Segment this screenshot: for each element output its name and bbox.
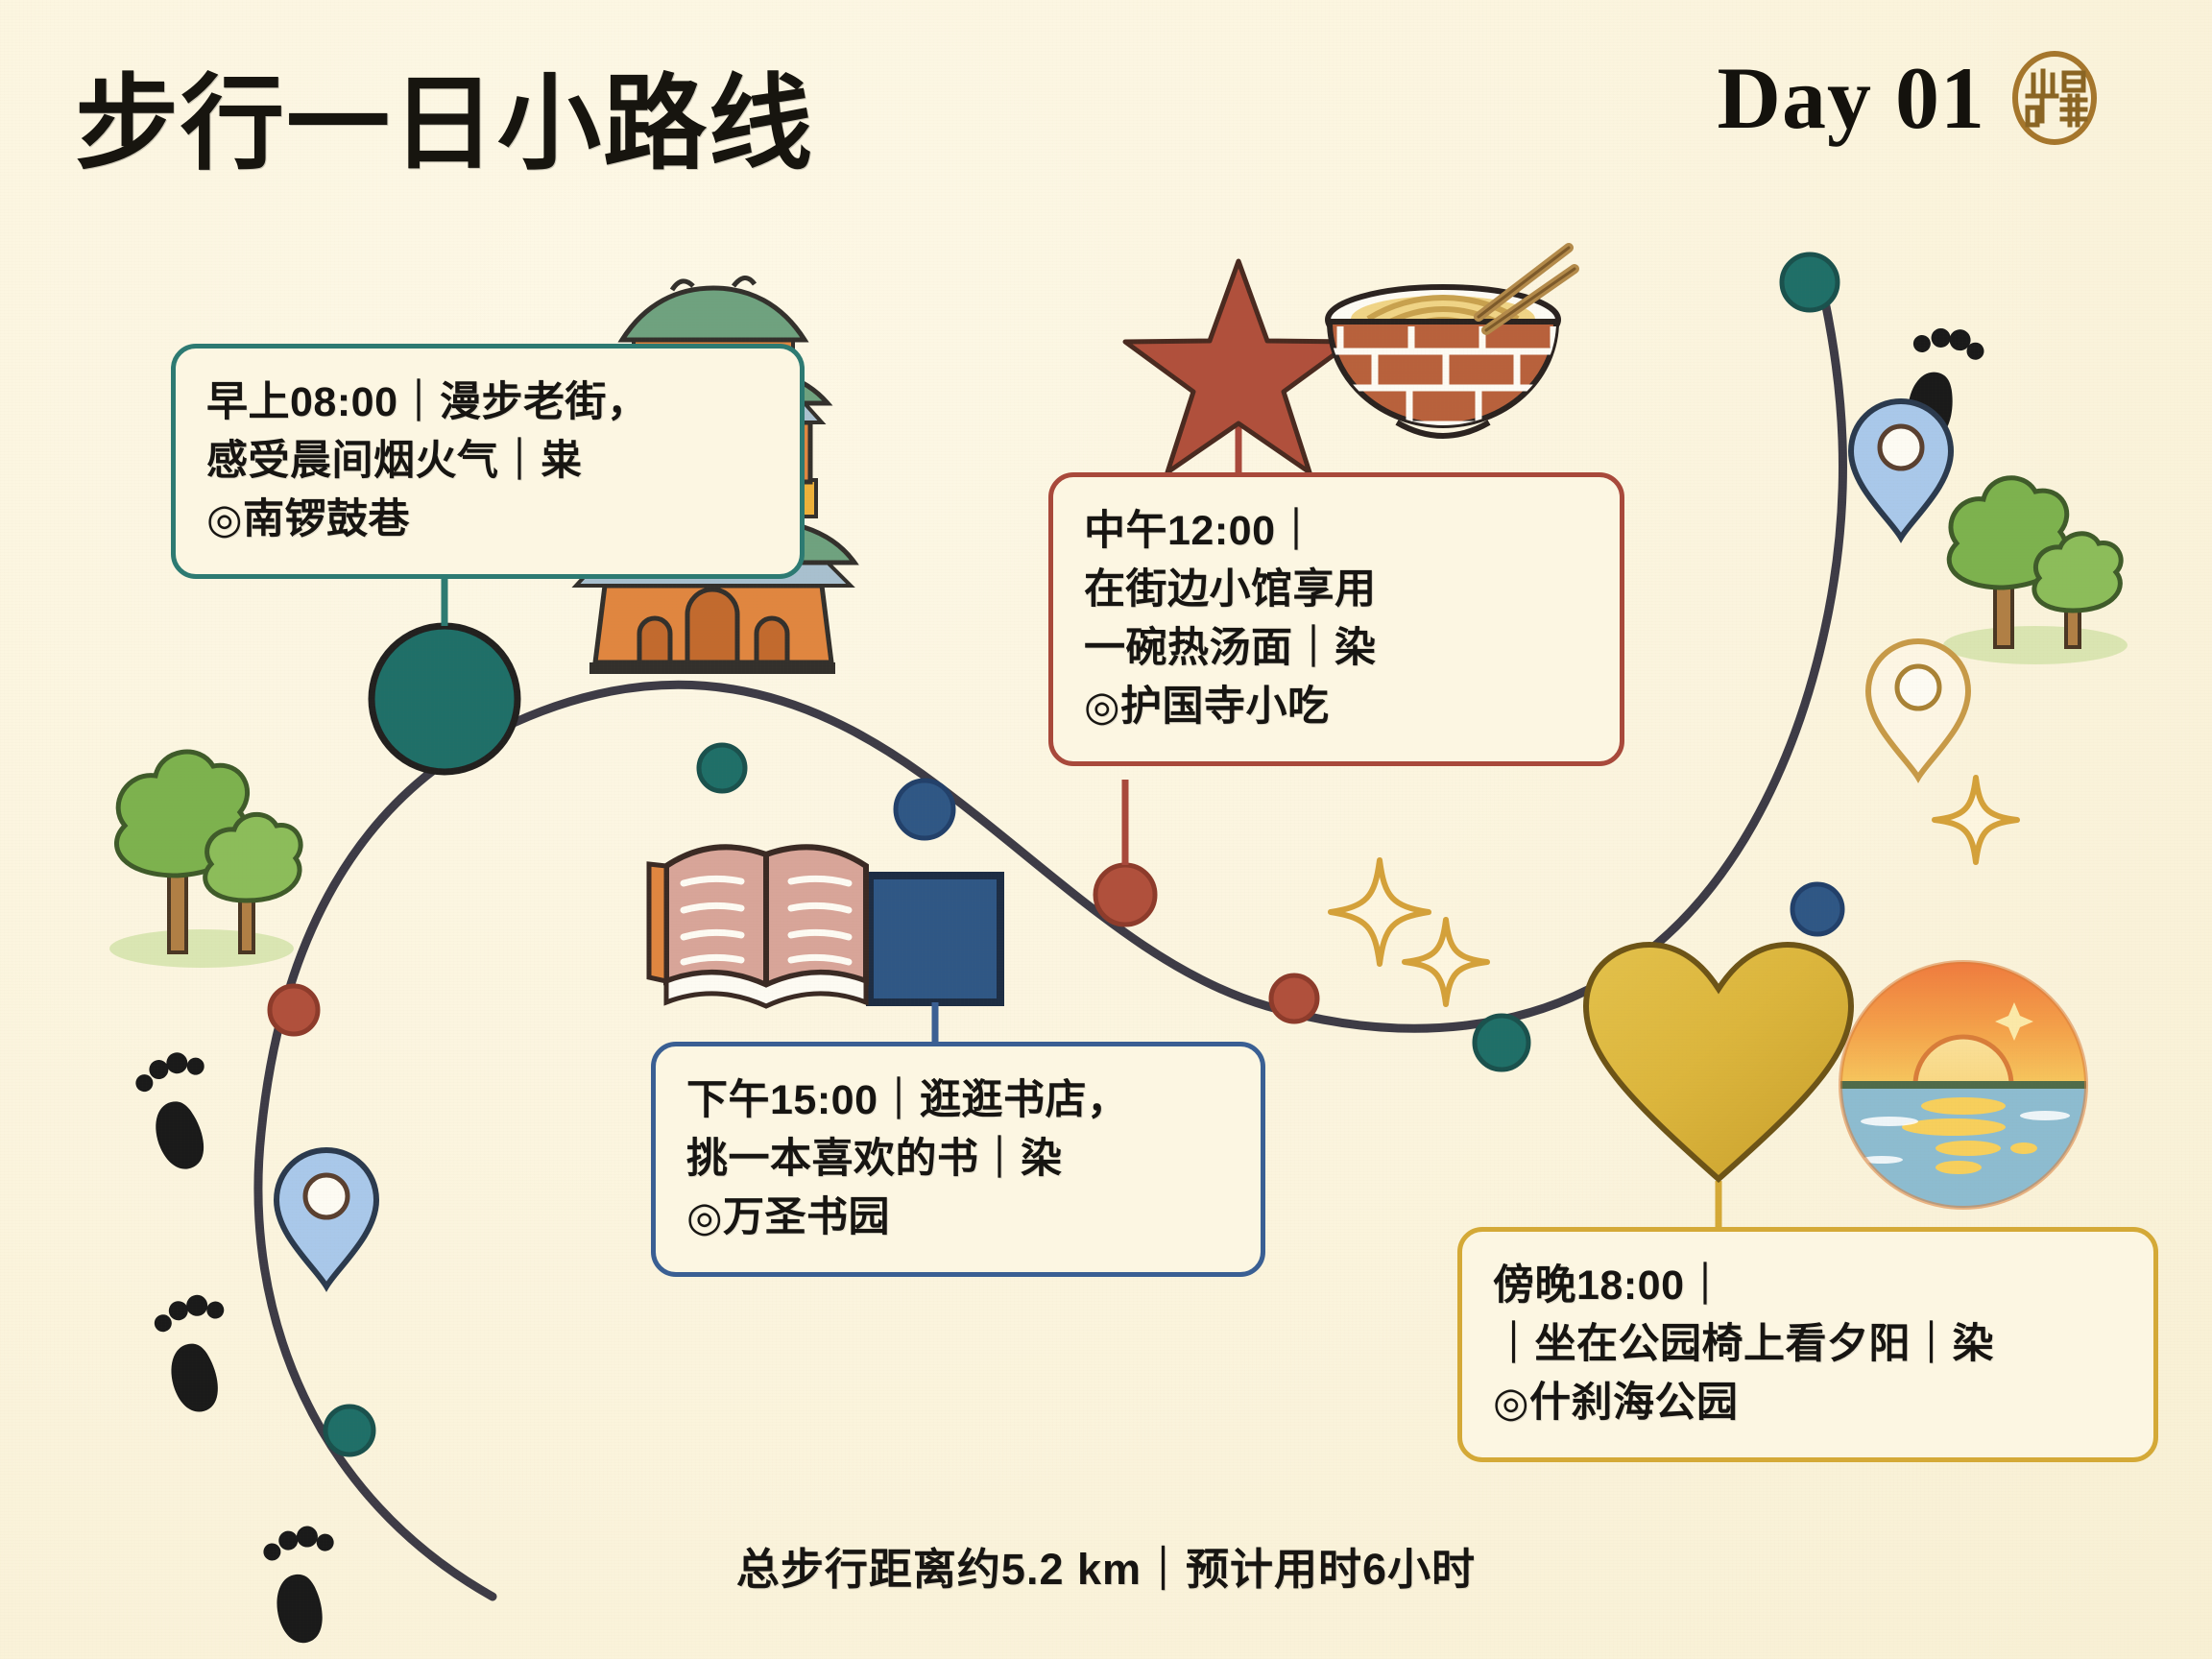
stop-line: 傍晚18:00｜: [1493, 1262, 1726, 1309]
map-pin-icon[interactable]: [1864, 637, 1972, 783]
tree-icon: [109, 749, 303, 968]
stop-line: ｜坐在公园椅上看夕阳｜染: [1493, 1321, 1994, 1368]
open-book-illustration: [646, 844, 869, 1009]
sunset-over-water-illustration: [1839, 960, 2088, 1210]
stop-line: 在街边小馆享用: [1084, 566, 1377, 613]
footprints-icon: [135, 327, 1984, 1644]
heart-icon: [1582, 941, 1855, 1184]
stop-card-morning[interactable]: 早上08:00｜漫步老街， 感受晨间烟火气｜粜 ◎南锣鼓巷: [171, 344, 805, 580]
stop-line: 一碗热汤面｜染: [1084, 625, 1377, 672]
stop-line: 中午12:00｜: [1084, 508, 1317, 554]
stop-line: 感受晨间烟火气｜粜: [206, 438, 583, 485]
stop-place: ◎万圣书园: [686, 1194, 891, 1241]
tree-icon: [1943, 475, 2128, 664]
stop-place: ◎护国寺小吃: [1084, 684, 1330, 731]
sparkle-icon: [1328, 775, 2020, 1007]
star-icon: [1122, 258, 1355, 475]
route-start-node[interactable]: [368, 622, 521, 776]
stop-card-noon[interactable]: 中午12:00｜ 在街边小馆享用 一碗热汤面｜染 ◎护国寺小吃: [1048, 472, 1624, 767]
route-summary: 总步行距离约5.2 km｜预计用时6小时: [735, 1545, 1477, 1594]
stop-place: ◎南锣鼓巷: [206, 496, 411, 543]
stop-line: 挑一本喜欢的书｜染: [686, 1136, 1063, 1183]
page-title: 步行一日小路线: [75, 68, 815, 182]
route-path: [253, 283, 1847, 1601]
day-label: Day 01: [1717, 49, 1985, 147]
day-badge: Day 01: [1718, 50, 2099, 146]
stop-card-afternoon[interactable]: 下午15:00｜逛逛书店， 挑一本喜欢的书｜染 ◎万圣书园: [651, 1042, 1265, 1278]
stop-line: 下午15:00｜逛逛书店，: [686, 1077, 1129, 1123]
stop-card-evening[interactable]: 傍晚18:00｜ ｜坐在公园椅上看夕阳｜染 ◎什刹海公园: [1457, 1227, 2158, 1463]
chinese-seal-icon: [2012, 51, 2097, 145]
map-pin-icon[interactable]: [273, 1146, 380, 1292]
map-pin-icon[interactable]: [1847, 397, 1955, 543]
stop-line: 早上08:00｜漫步老街，: [206, 379, 649, 425]
noodle-bowl-illustration: [1325, 243, 1579, 439]
afternoon-square-marker[interactable]: [866, 872, 1004, 1048]
stop-place: ◎什刹海公园: [1493, 1380, 1739, 1427]
route-node-dots: [267, 252, 1845, 1457]
